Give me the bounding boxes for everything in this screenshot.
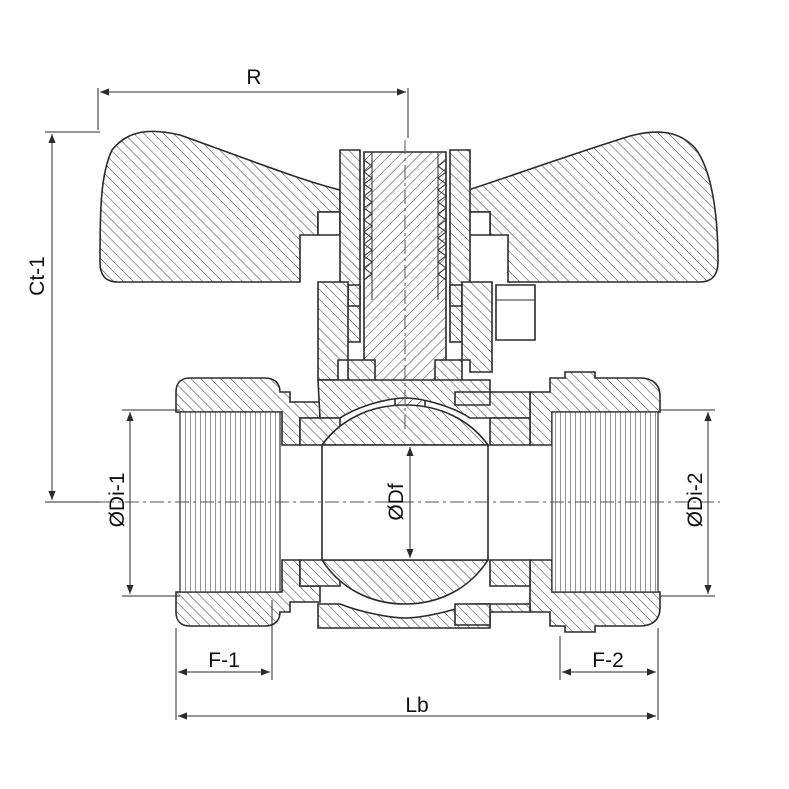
butterfly-handle [99, 130, 719, 283]
left-end-connection [175, 377, 321, 627]
dimension-lines [45, 88, 715, 720]
dimension-label-f1: F-1 [208, 649, 240, 672]
center-lines [50, 140, 720, 503]
dimension-label-f2: F-2 [592, 649, 624, 672]
dimension-label-di2: ØDi-2 [684, 473, 707, 528]
ball-seats [299, 417, 531, 587]
dimension-label-lb: Lb [405, 694, 428, 717]
stem-nut [339, 149, 536, 343]
dimension-label-di1: ØDi-1 [106, 473, 129, 528]
dimension-label-ct1: Ct-1 [26, 256, 49, 296]
dimension-label-df: ØDf [385, 483, 408, 521]
valve-stem [363, 151, 447, 426]
dimension-label-r: R [246, 66, 261, 89]
